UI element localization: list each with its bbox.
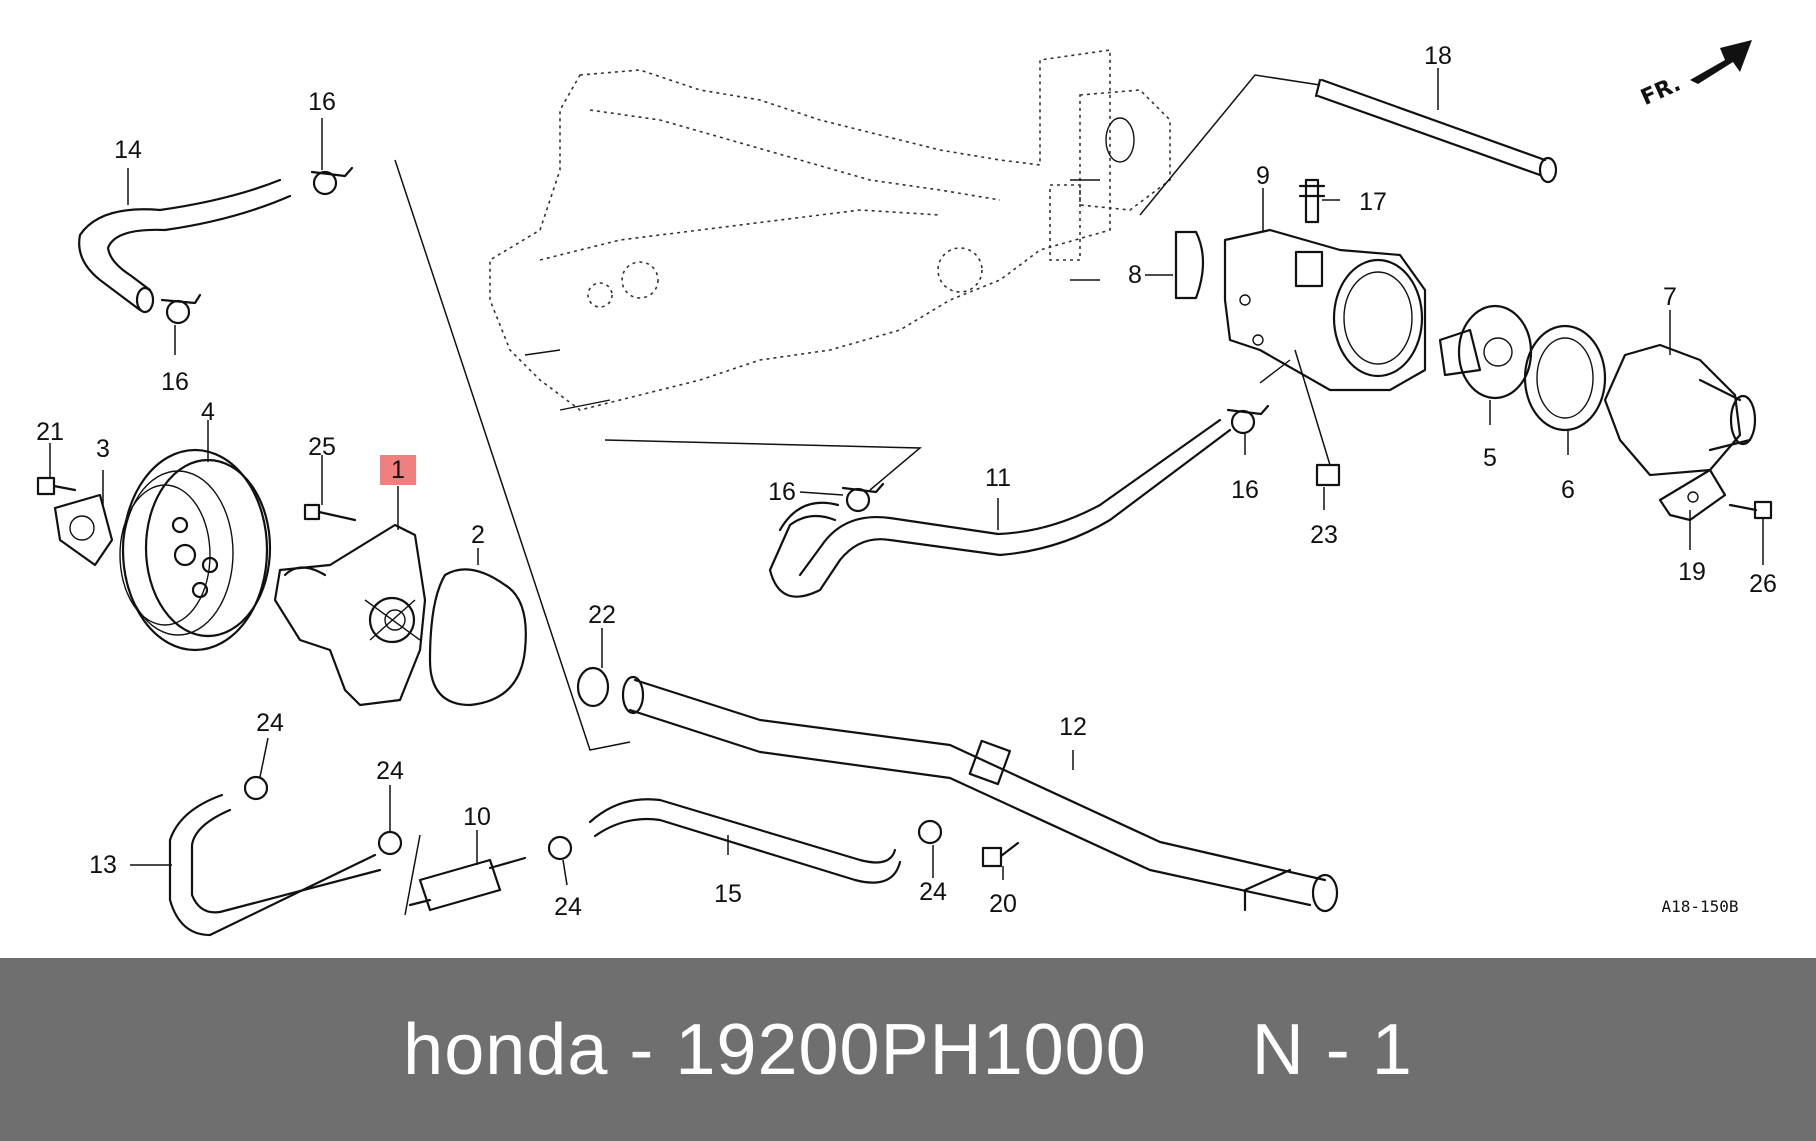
callout-4: 4 xyxy=(201,398,215,426)
part-4-pulley xyxy=(119,448,272,652)
part-22-o-ring xyxy=(576,666,610,708)
part-16-clip-c xyxy=(841,482,885,513)
diagram-code: A18-150B xyxy=(1661,897,1738,916)
caption-gap xyxy=(1147,1010,1252,1090)
callout-17: 17 xyxy=(1359,188,1387,216)
part-23-nut xyxy=(1315,463,1341,487)
callout-25: 25 xyxy=(308,433,336,461)
part-1-water-pump xyxy=(273,523,427,707)
callout-24-b: 24 xyxy=(376,757,404,785)
part-16-clip-a xyxy=(310,166,354,196)
callout-16-b: 16 xyxy=(161,368,189,396)
part-24-clip-d xyxy=(917,819,943,845)
part-12-water-pipe xyxy=(621,675,1339,913)
part-14-hose xyxy=(78,178,292,314)
callout-24-d: 24 xyxy=(919,878,947,906)
part-20-bolt xyxy=(981,841,1020,868)
front-direction-arrow: FR. xyxy=(1637,40,1752,111)
part-7-water-outlet xyxy=(1603,343,1757,477)
part-9-thermostat-housing xyxy=(1223,228,1427,392)
brand-name: honda xyxy=(403,1009,609,1090)
callout-20: 20 xyxy=(989,890,1017,918)
leader-16-mid xyxy=(604,439,922,491)
callout-1: 1 xyxy=(391,456,405,484)
parts-diagram: FR. 1 xyxy=(36,40,1777,937)
caption-separator: - xyxy=(608,1009,676,1090)
callout-8: 8 xyxy=(1128,261,1142,289)
part-16-clip-b xyxy=(160,293,202,325)
callout-24-a: 24 xyxy=(256,709,284,737)
leader-10 xyxy=(404,834,421,916)
part-3-bracket xyxy=(53,493,114,567)
callout-10: 10 xyxy=(463,803,491,831)
direction-label: FR. xyxy=(1637,72,1684,111)
part-2-gasket xyxy=(428,568,527,707)
part-24-clip-a xyxy=(243,775,269,801)
part-15-hose xyxy=(588,798,902,884)
callout-21: 21 xyxy=(36,418,64,446)
part-5-thermostat xyxy=(1438,304,1533,400)
part-11-hose xyxy=(768,359,1291,598)
exploded-view-drawing: FR. 1 xyxy=(36,40,1777,937)
part-19-bracket xyxy=(1658,468,1727,522)
callout-26: 26 xyxy=(1749,570,1777,598)
callout-14: 14 xyxy=(114,136,142,164)
part-24-clip-b xyxy=(377,830,403,856)
part-17-sensor xyxy=(1298,178,1326,224)
engine-block-outline xyxy=(489,49,1171,411)
part-10-fitting xyxy=(408,856,527,912)
callout-18: 18 xyxy=(1424,42,1452,70)
part-number: 19200PH1000 xyxy=(675,1009,1147,1090)
part-13-hose xyxy=(168,793,382,937)
leader-18 xyxy=(1139,74,1321,216)
part-caption-bar: honda - 19200PH1000 N - 1 xyxy=(0,958,1816,1141)
callout-16-c: 16 xyxy=(768,478,796,506)
part-24-clip-c xyxy=(547,835,573,861)
callout-labels: 1 2 3 4 5 6 7 8 9 10 11 12 13 14 15 16 1… xyxy=(36,42,1777,921)
callout-9: 9 xyxy=(1256,162,1270,190)
callout-7: 7 xyxy=(1663,283,1677,311)
callout-3: 3 xyxy=(96,435,110,463)
callout-19: 19 xyxy=(1678,558,1706,586)
part-26-bolt xyxy=(1728,500,1773,520)
callout-leaders xyxy=(49,68,1764,886)
callout-22: 22 xyxy=(588,601,616,629)
part-16-clip-d xyxy=(1226,404,1270,435)
position-code: N - 1 xyxy=(1251,1009,1413,1090)
callout-5: 5 xyxy=(1483,444,1497,472)
callout-6: 6 xyxy=(1561,476,1575,504)
leader-23 xyxy=(1294,349,1331,466)
leader-16-to-12 xyxy=(394,159,631,751)
callout-11: 11 xyxy=(985,464,1011,492)
callout-12: 12 xyxy=(1059,713,1087,741)
callout-16-d: 16 xyxy=(1231,476,1259,504)
callout-highlight xyxy=(380,455,416,485)
callout-16-a: 16 xyxy=(308,88,336,116)
callout-15: 15 xyxy=(714,880,742,908)
part-21-bolt xyxy=(36,476,77,496)
callout-2: 2 xyxy=(471,521,485,549)
part-8-gasket xyxy=(1174,230,1205,300)
part-25-bolt xyxy=(303,503,357,522)
part-18-pipe xyxy=(1314,78,1558,184)
callout-23: 23 xyxy=(1310,521,1338,549)
part-6-gasket xyxy=(1523,324,1607,432)
callout-13: 13 xyxy=(89,851,117,879)
part-caption: honda - 19200PH1000 N - 1 xyxy=(403,1009,1413,1091)
callout-24-c: 24 xyxy=(554,893,582,921)
